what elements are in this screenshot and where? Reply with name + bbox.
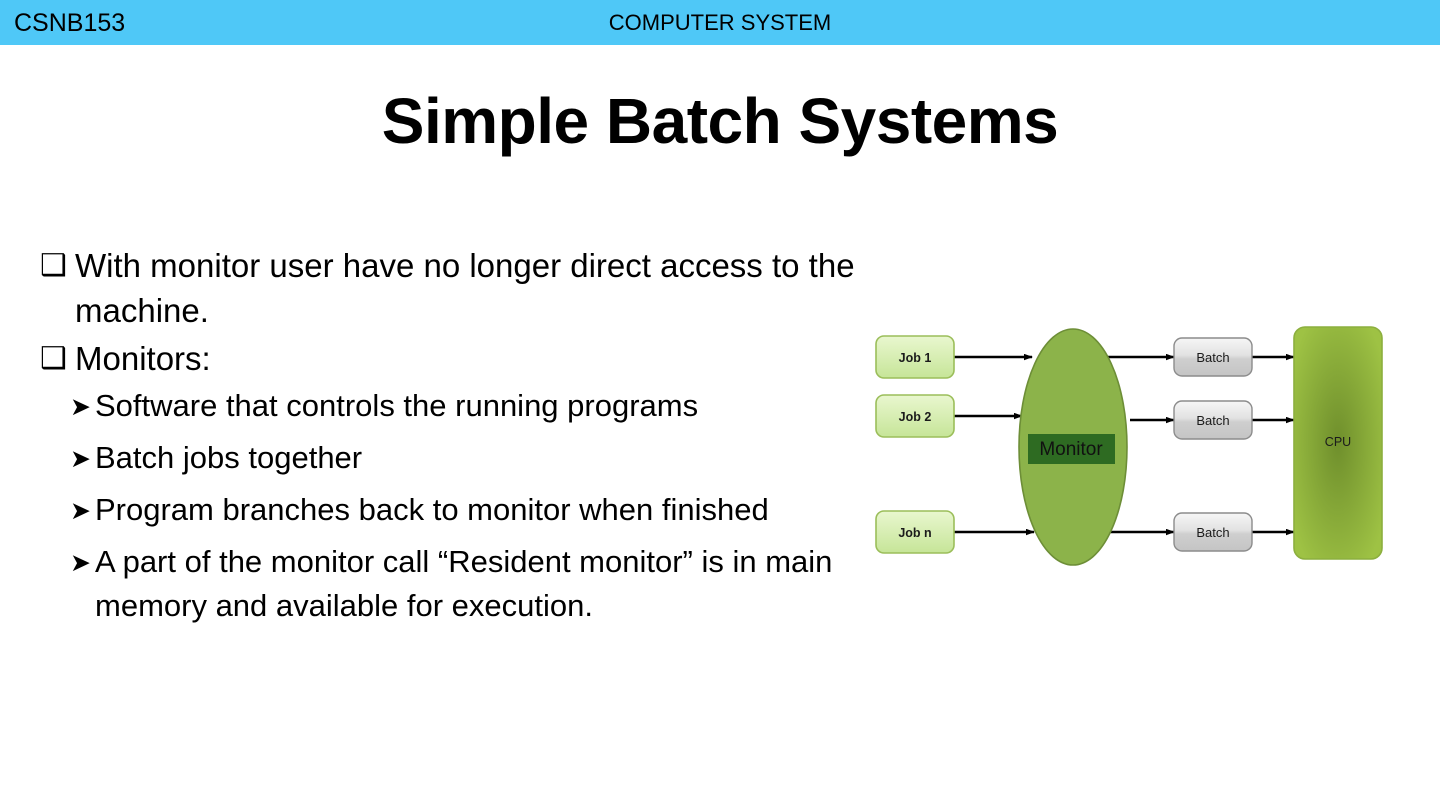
- bullet-list: ❑With monitor user have no longer direct…: [40, 243, 870, 634]
- slide-header-bar: CSNB153 COMPUTER SYSTEM: [0, 0, 1440, 45]
- arrow-bullet-icon: ➤: [70, 393, 91, 421]
- cpu-label: CPU: [1325, 435, 1351, 449]
- cpu-node: [1293, 326, 1383, 560]
- bullet-item-text: Software that controls the running progr…: [95, 388, 699, 423]
- batch-1-node: [1173, 337, 1253, 377]
- bullet-item-text: Monitors:: [75, 340, 211, 377]
- bullet-item: ➤Software that controls the running prog…: [40, 384, 870, 430]
- bullet-item: ➤Program branches back to monitor when f…: [40, 488, 870, 534]
- bullet-item: ➤Batch jobs together: [40, 436, 870, 482]
- job-1-label: Job 1: [899, 351, 932, 365]
- job-n-node: [875, 510, 955, 554]
- batch-system-diagram: CPU Monitor Job 1 Job 2 Job n Batch Batc…: [862, 312, 1392, 574]
- job-2-label: Job 2: [899, 410, 932, 424]
- header-course-code: CSNB153: [14, 9, 126, 37]
- bullet-item: ❑Monitors:: [40, 336, 870, 381]
- bullet-item: ➤A part of the monitor call “Resident mo…: [40, 540, 870, 628]
- arrow-bullet-icon: ➤: [70, 445, 91, 473]
- job-1-node: [875, 335, 955, 379]
- header-center-title: COMPUTER SYSTEM: [608, 10, 832, 35]
- arrow-bullet-icon: ➤: [70, 497, 91, 525]
- batch-1-label: Batch: [1196, 350, 1229, 365]
- job-n-label: Job n: [898, 526, 931, 540]
- square-bullet-icon: ❑: [40, 342, 67, 375]
- bullet-item-text: Batch jobs together: [95, 440, 363, 475]
- monitor-label: Monitor: [1039, 439, 1103, 460]
- arrow-bullet-icon: ➤: [70, 549, 91, 577]
- page-title: Simple Batch Systems: [381, 85, 1059, 157]
- bullet-item-text: A part of the monitor call “Resident mon…: [95, 544, 833, 623]
- bullet-item-text: With monitor user have no longer direct …: [75, 247, 855, 329]
- monitor-label-plate: [1028, 434, 1115, 464]
- job-2-node: [875, 394, 955, 438]
- batch-2-label: Batch: [1196, 413, 1229, 428]
- batch-3-label: Batch: [1196, 525, 1229, 540]
- bullet-item: ❑With monitor user have no longer direct…: [40, 243, 870, 333]
- batch-3-node: [1173, 512, 1253, 552]
- square-bullet-icon: ❑: [40, 249, 67, 282]
- bullet-item-text: Program branches back to monitor when fi…: [95, 492, 769, 527]
- batch-2-node: [1173, 400, 1253, 440]
